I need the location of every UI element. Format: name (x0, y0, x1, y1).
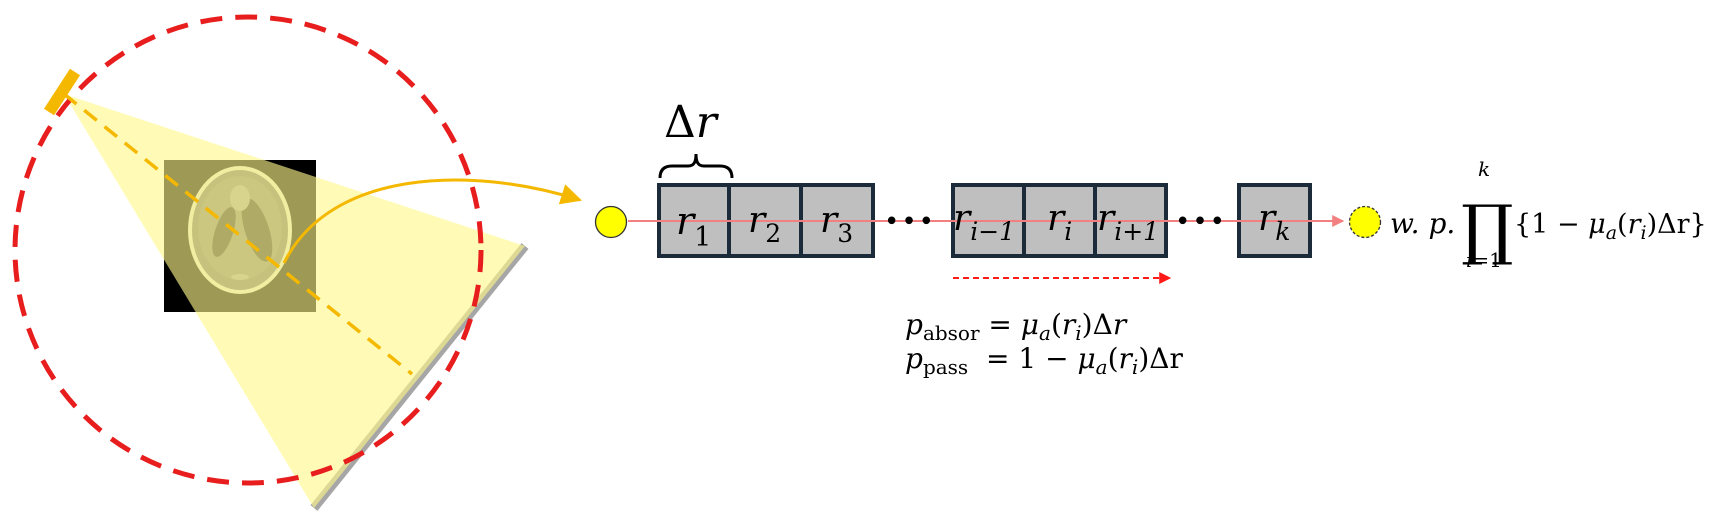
scanner-orbit (12, 14, 484, 486)
zoom-arrow (282, 178, 583, 264)
central-ray (62, 92, 414, 376)
label-r-i: ri (1047, 198, 1072, 246)
p-pass-formula: ppass = 1 − μa(ri)Δr (905, 342, 1183, 379)
photon-end-icon (1348, 205, 1382, 239)
delta-r-bracket (658, 153, 734, 179)
label-r-k: rk (1258, 198, 1290, 246)
label-r2: r2 (748, 200, 781, 248)
ellipsis-2: ••• (1175, 207, 1227, 237)
probability-definitions: pabsor = μa(ri)Δr ppass = 1 − μa(ri)Δr (905, 308, 1183, 379)
product-term: {1 − μa(ri)Δr} (1514, 209, 1707, 244)
label-r-i-plus-1: ri+1 (1097, 198, 1159, 246)
photon-start-icon (594, 205, 628, 239)
product-upper: k (1478, 157, 1490, 181)
xray-beam (64, 94, 525, 508)
voxel-labels: Δr r1 r2 r3 ri−1 ri ri+1 rk (664, 97, 1290, 253)
product-symbol: ∏ (1461, 191, 1514, 268)
scanner-geometry (12, 14, 583, 511)
p-absor-formula: pabsor = μa(ri)Δr (905, 308, 1128, 345)
delta-r-label: Δr (664, 97, 720, 148)
label-r1: r1 (676, 199, 711, 253)
label-r3: r3 (820, 200, 853, 248)
voxel-ray: ••• ••• (594, 153, 1382, 284)
product-lower: i=1 (1466, 248, 1502, 272)
label-r-i-minus-1: ri−1 (953, 198, 1015, 246)
wp-label: w. p. (1390, 207, 1455, 240)
xray-source (43, 68, 81, 116)
ellipsis-1: ••• (884, 207, 936, 237)
transmission-formula: w. p. k ∏ i=1 {1 − μa(ri)Δr} (1390, 157, 1707, 272)
